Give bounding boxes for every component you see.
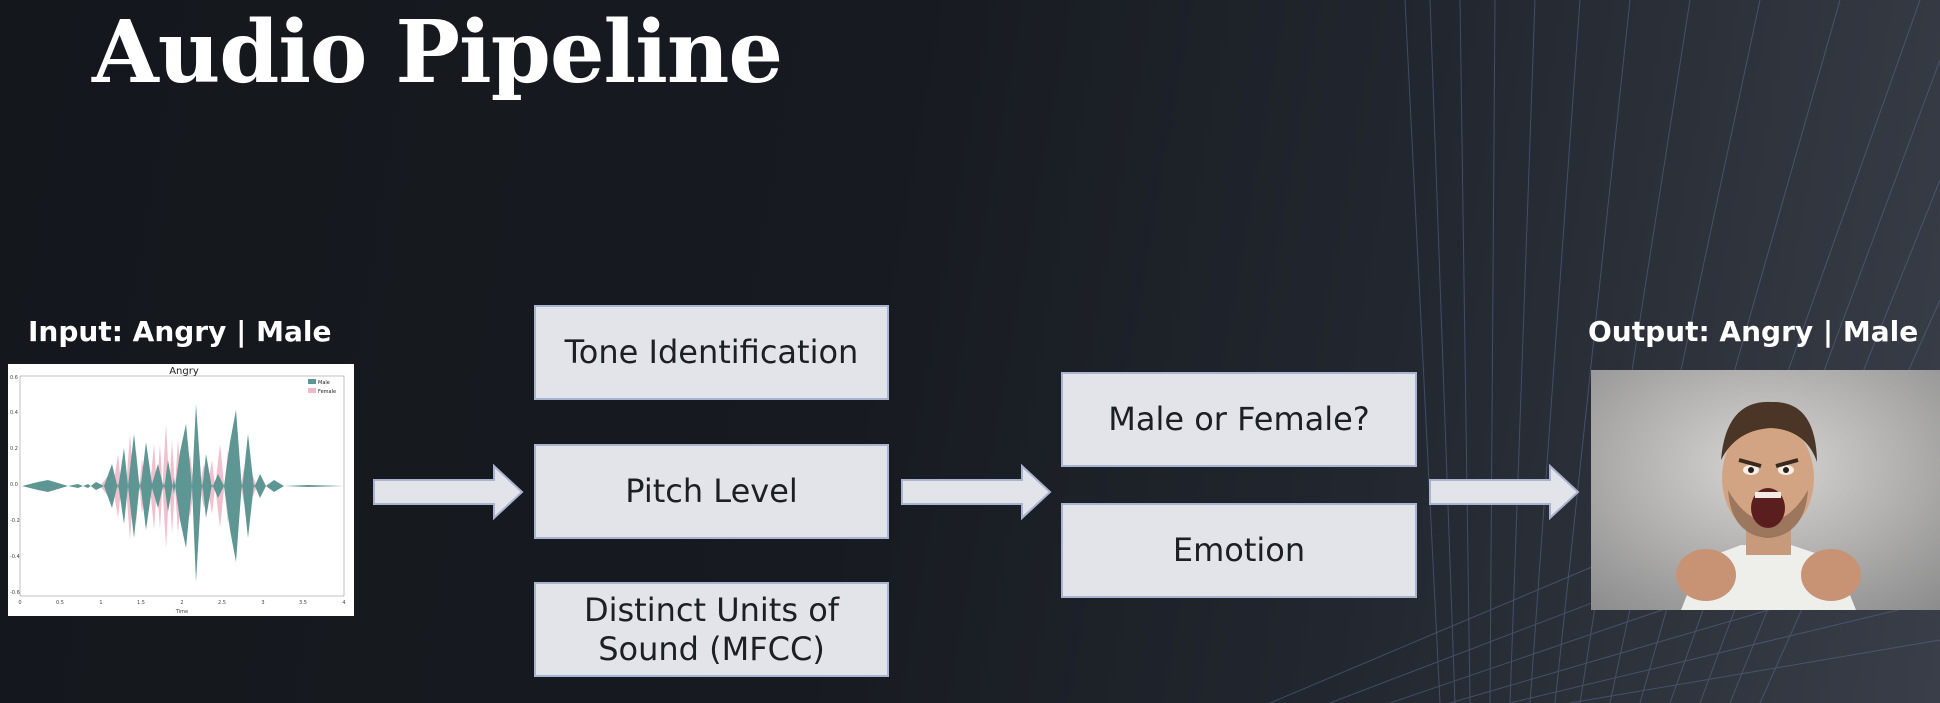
x-tick: 3.5: [299, 600, 307, 606]
legend-male: Male: [318, 380, 330, 386]
x-tick: 2: [180, 600, 183, 606]
input-label: Input: Angry | Male: [28, 315, 332, 348]
y-tick: -0.4: [10, 554, 20, 560]
x-tick: 0: [18, 600, 21, 606]
x-tick: 1: [99, 600, 102, 606]
waveform-image: Angry Male Female 0.6 0.4 0.2 0.0 -0.2 -…: [8, 364, 354, 616]
page-title: Audio Pipeline: [92, 2, 783, 103]
arrow-features-to-outputs: [901, 464, 1052, 520]
male-or-female-box: Male or Female?: [1061, 372, 1417, 467]
pitch-level-box: Pitch Level: [534, 444, 889, 539]
y-tick: 0.2: [10, 446, 18, 452]
y-tick: -0.2: [10, 518, 20, 524]
y-tick: -0.6: [10, 590, 20, 596]
waveform-title: Angry: [169, 366, 199, 377]
x-tick: 0.5: [56, 600, 64, 606]
arrow-input-to-features: [373, 464, 524, 520]
y-tick: 0.6: [10, 375, 18, 381]
x-axis-label: Time: [175, 609, 188, 615]
arrow-outputs-to-result: [1429, 464, 1580, 520]
emotion-box: Emotion: [1061, 503, 1417, 598]
male-waveform: [22, 404, 344, 582]
mfcc-box: Distinct Units of Sound (MFCC): [534, 582, 889, 677]
angry-man-photo: [1591, 370, 1940, 610]
x-tick: 2.5: [218, 600, 226, 606]
x-tick: 4: [342, 600, 345, 606]
x-tick: 1.5: [137, 600, 145, 606]
y-tick: 0.4: [10, 410, 18, 416]
legend-female: Female: [318, 389, 336, 395]
tone-identification-box: Tone Identification: [534, 305, 889, 400]
x-tick: 3: [261, 600, 264, 606]
output-label: Output: Angry | Male: [1588, 315, 1919, 348]
y-tick: 0.0: [10, 482, 18, 488]
